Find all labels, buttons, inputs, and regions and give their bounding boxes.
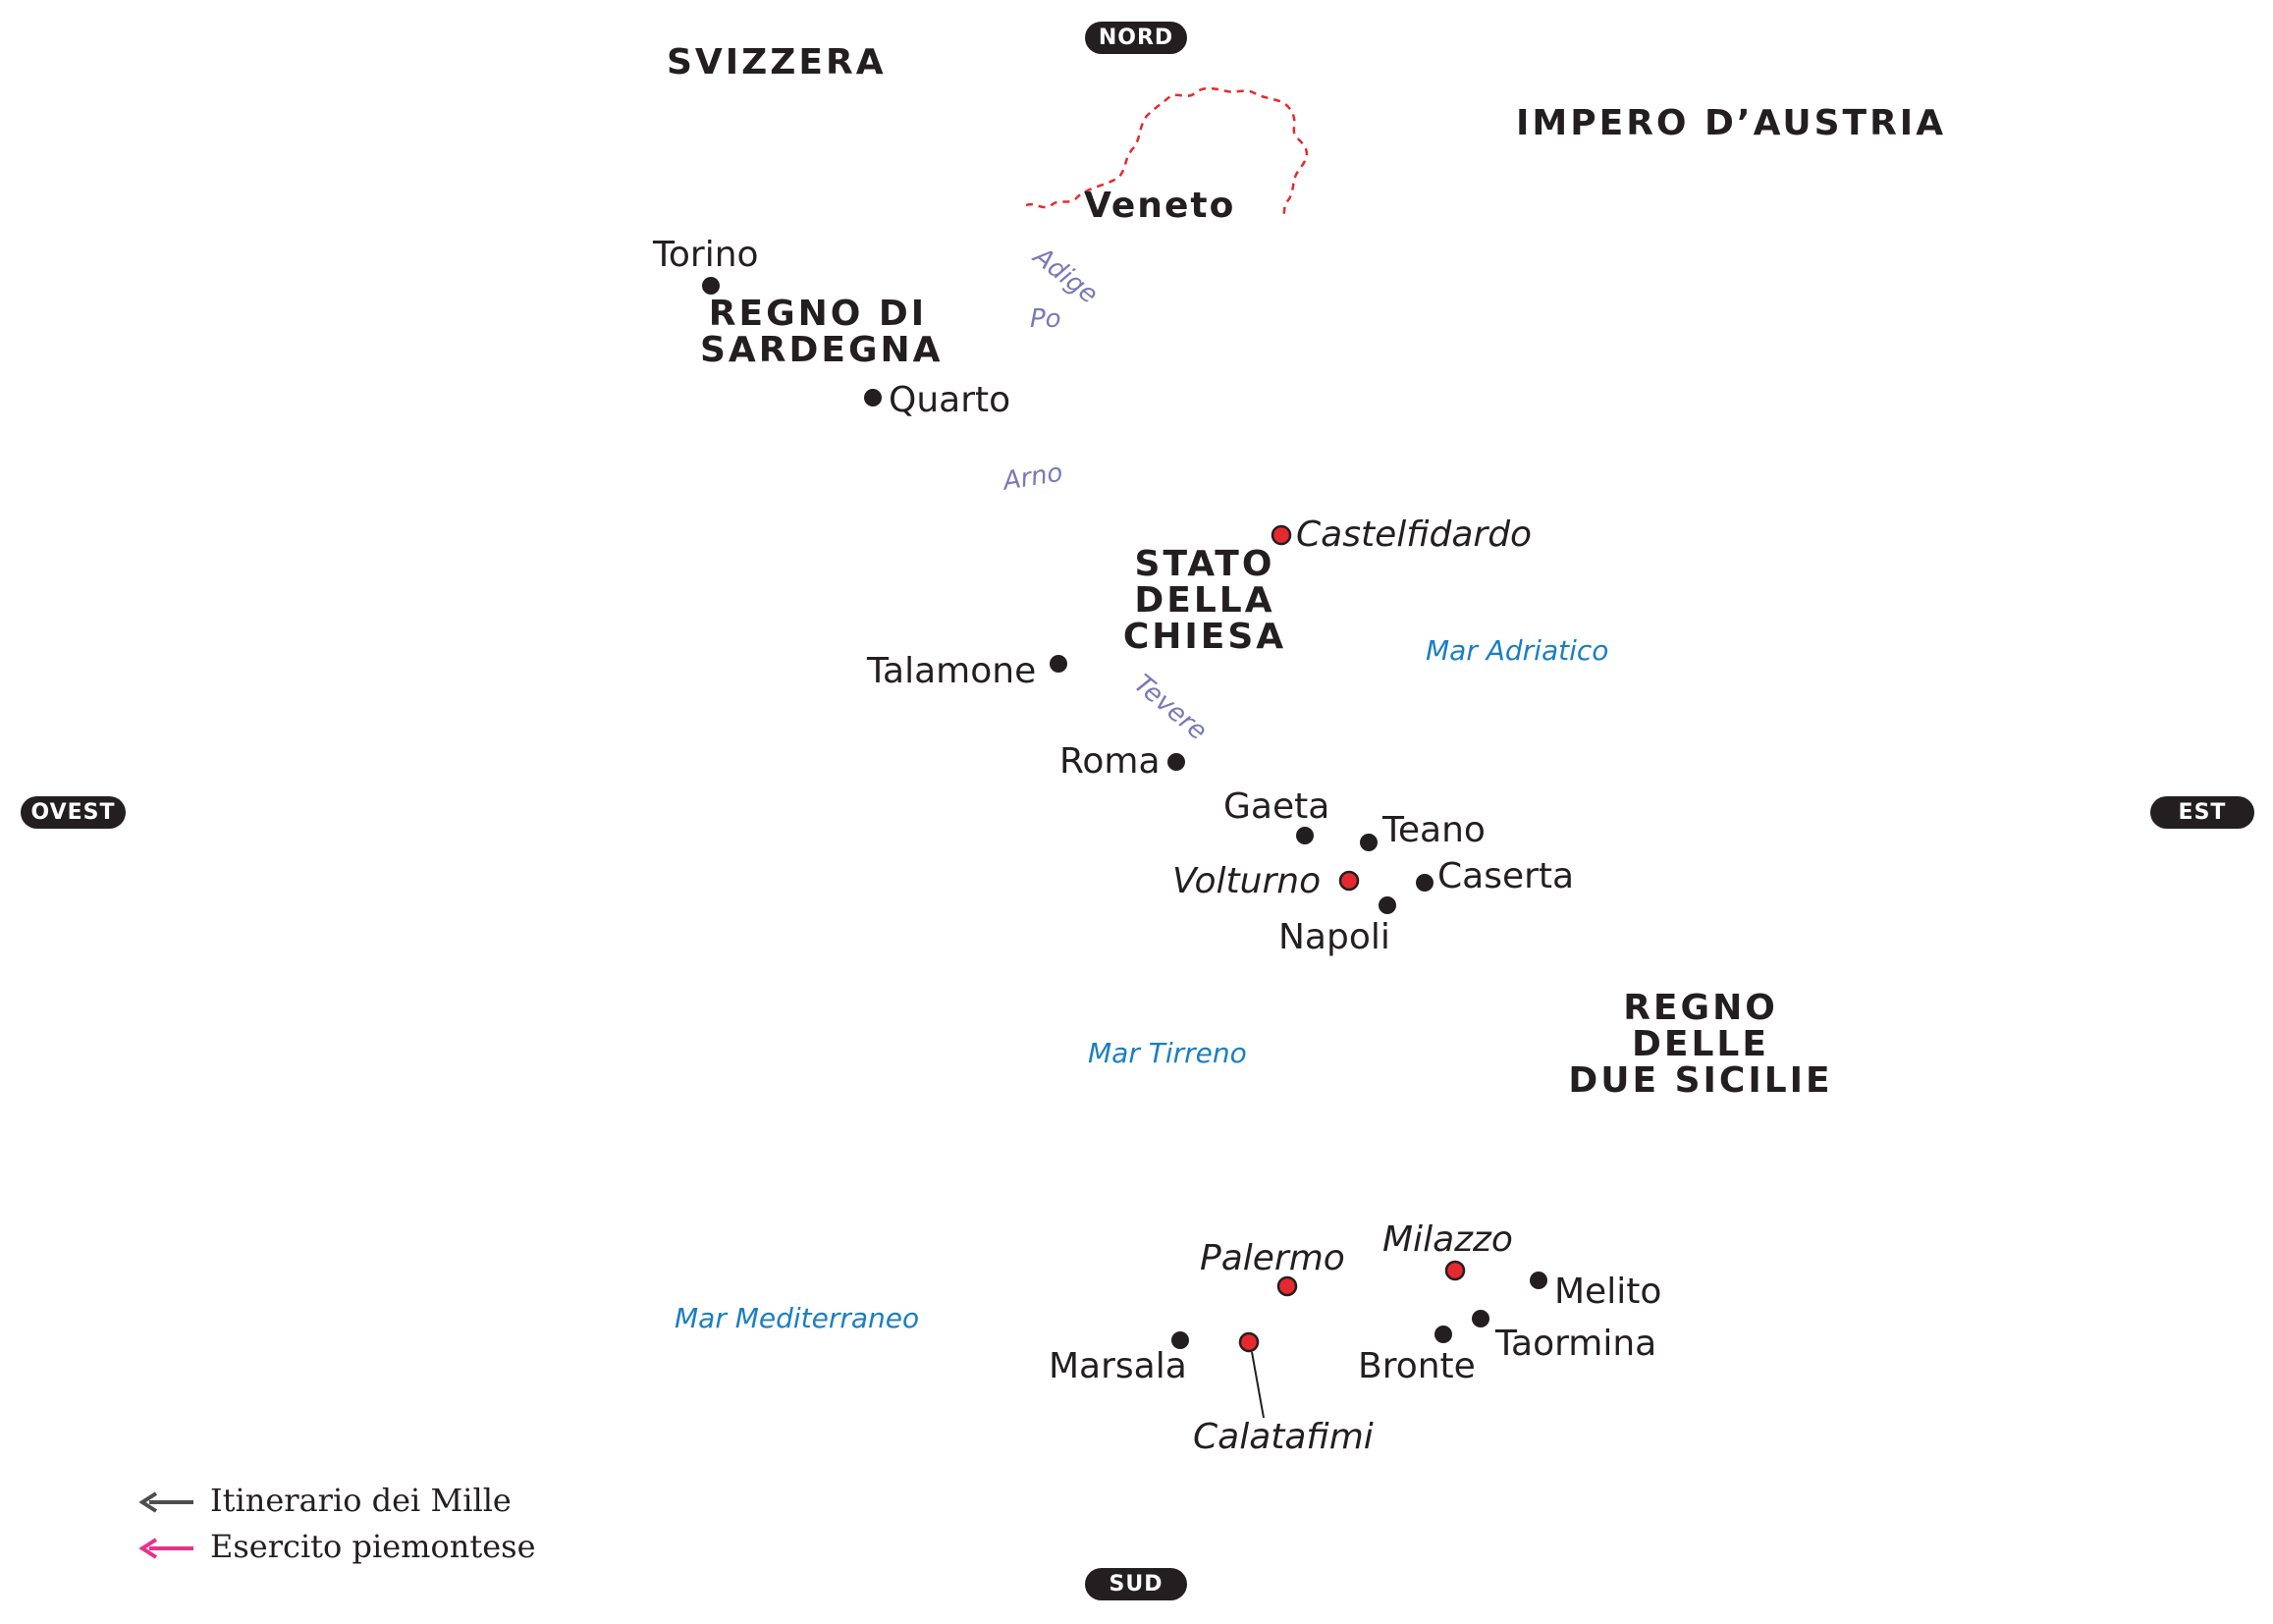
city-taormina: Taormina <box>1495 1324 1657 1364</box>
city-quarto: Quarto <box>889 380 1011 420</box>
legend-mille-label: Itinerario dei Mille <box>210 1482 512 1519</box>
state-stato-chiesa-line2: DELLA <box>1134 580 1275 621</box>
city-torino: Torino <box>653 235 759 275</box>
state-regno-due-sicilie-line1: REGNO DELLE <box>1623 988 1778 1064</box>
sea-mediterraneo: Mar Mediterraneo <box>675 1302 920 1334</box>
quarto-marker <box>864 389 882 406</box>
taormina-marker <box>1472 1310 1489 1327</box>
veneto-border-line <box>1025 86 1309 217</box>
battle-calatafimi: Calatafimi <box>1193 1417 1374 1457</box>
roma-marker <box>1167 753 1185 771</box>
melito-marker <box>1530 1272 1547 1289</box>
marsala-marker <box>1171 1331 1189 1349</box>
city-talamone: Talamone <box>867 651 1037 691</box>
city-melito: Melito <box>1554 1272 1662 1312</box>
bronte-marker <box>1434 1326 1452 1343</box>
calatafimi-leader-line <box>1251 1351 1265 1419</box>
sea-adriatico: Mar Adriatico <box>1426 634 1609 667</box>
state-stato-chiesa-line1: STATO <box>1134 544 1275 584</box>
city-roma: Roma <box>1059 741 1161 782</box>
battle-volturno: Volturno <box>1172 861 1322 901</box>
legend-piemontese-label: Esercito piemontese <box>210 1528 536 1565</box>
battle-castelfidardo: Castelfidardo <box>1296 514 1533 555</box>
city-gaeta: Gaeta <box>1223 786 1330 827</box>
palermo-marker <box>1276 1275 1298 1297</box>
state-regno-due-sicilie: REGNO DELLE DUE SICILIE <box>1547 990 1854 1099</box>
state-stato-chiesa-line3: CHIESA <box>1122 617 1287 657</box>
city-napoli: Napoli <box>1278 917 1390 957</box>
calatafimi-marker <box>1238 1331 1260 1353</box>
milazzo-marker <box>1444 1260 1466 1281</box>
state-stato-chiesa: STATO DELLA CHIESA <box>1116 546 1293 655</box>
compass-west: OVEST <box>21 796 126 829</box>
battle-milazzo: Milazzo <box>1382 1219 1513 1260</box>
talamone-marker <box>1050 655 1067 673</box>
compass-north: NORD <box>1085 22 1187 54</box>
legend-arrow-piemontese-icon <box>138 1538 193 1559</box>
volturno-marker <box>1338 870 1360 892</box>
sea-tirreno: Mar Tirreno <box>1088 1037 1247 1069</box>
compass-east: EST <box>2150 796 2254 829</box>
city-bronte: Bronte <box>1358 1346 1476 1386</box>
battle-palermo: Palermo <box>1200 1238 1345 1278</box>
torino-marker <box>702 277 720 295</box>
gaeta-marker <box>1296 827 1314 844</box>
legend-arrow-mille-icon <box>138 1491 193 1513</box>
castelfidardo-marker <box>1271 524 1292 546</box>
city-caserta: Caserta <box>1437 856 1575 896</box>
state-impero-austria: IMPERO D’AUSTRIA <box>1516 103 1947 143</box>
state-regno-sardegna-line1: REGNO DI <box>708 294 928 334</box>
state-regno-due-sicilie-line2: DUE SICILIE <box>1568 1060 1833 1101</box>
city-teano: Teano <box>1382 810 1486 850</box>
compass-south: SUD <box>1085 1568 1187 1600</box>
state-svizzera: SVIZZERA <box>667 42 887 82</box>
napoli-marker <box>1379 896 1396 914</box>
river-po: Po <box>1030 304 1061 334</box>
state-regno-sardegna: REGNO DI SARDEGNA <box>700 294 944 370</box>
state-regno-sardegna-line2: SARDEGNA <box>700 330 944 370</box>
state-veneto: Veneto <box>1084 186 1236 226</box>
teano-marker <box>1360 834 1378 851</box>
city-marsala: Marsala <box>1049 1346 1187 1386</box>
caserta-marker <box>1416 874 1434 892</box>
